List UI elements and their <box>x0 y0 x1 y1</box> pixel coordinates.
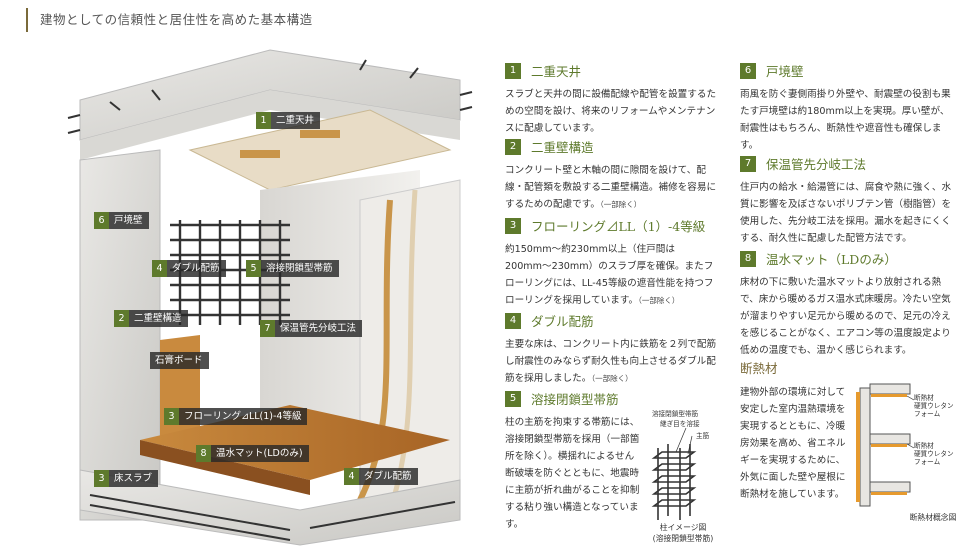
callout-number: 4 <box>152 260 167 277</box>
callout-text: 二重天井 <box>276 115 315 126</box>
section-double-wall: 2 二重壁構造 コンクリート壁と木軸の間に隙間を設けて、配線・配管類を敷設する二重… <box>505 138 718 213</box>
callout-double-rebar-slab: 4 ダブル配筋 <box>344 468 418 485</box>
column-caption-line2: (溶接閉鎖型帯筋) <box>652 534 714 543</box>
section-body: 住戸内の給水・給湯管には、腐食や熱に強く、水質に影響を及ぼさないポリブテン管（樹… <box>740 182 952 244</box>
callout-gypsum-board: 石膏ボード <box>150 352 209 369</box>
section-body: スラブと天井の間に設備配線や配管を設置するための空間を設け、将来のリフォームやメ… <box>505 89 717 134</box>
column-figure: 溶接閉鎖型帯筋 継ぎ目を溶接 主筋 <box>646 408 718 526</box>
insulation-drawing <box>856 383 915 507</box>
callout-text: 床スラブ <box>114 473 153 484</box>
section-title: 二重天井 <box>531 64 582 79</box>
section-note: （一部除く） <box>599 200 642 209</box>
callout-double-rebar: 4 ダブル配筋 <box>152 260 226 277</box>
section-body: 主要な床は、コンクリート内に鉄筋を２列で配筋し耐震性のみならず耐久性も向上させる… <box>505 336 718 387</box>
section-body-text: コンクリート壁と木軸の間に隙間を設けて、配線・配管類を敷設する二重壁構造。補修を… <box>505 165 717 210</box>
section-double-ceiling: 1 二重天井 スラブと天井の間に設備配線や配管を設置するための空間を設け、将来のリ… <box>505 62 718 137</box>
callout-flooring: 3 フローリング⊿LL(1)-4等級 <box>164 408 308 425</box>
section-number: 1 <box>505 62 521 79</box>
section-number: 2 <box>505 138 521 155</box>
callout-number: 6 <box>94 212 109 229</box>
callout-text: フローリング⊿LL(1)-4等級 <box>184 411 302 422</box>
section-title: 温水マット（LDのみ） <box>766 252 897 267</box>
callout-text: 石膏ボード <box>155 355 203 366</box>
callout-text: 温水マット(LDのみ) <box>216 448 303 459</box>
section-body: 床材の下に敷いた温水マットより放射される熱で、床から暖めるガス温水式床暖房。冷た… <box>740 277 951 356</box>
section-title: 二重壁構造 <box>531 140 594 155</box>
callout-number: 2 <box>114 310 129 327</box>
callout-hot-water-mat: 8 温水マット(LDのみ) <box>196 445 309 462</box>
section-title: ダブル配筋 <box>531 314 594 329</box>
section-title: 溶接閉鎖型帯筋 <box>531 392 619 407</box>
callout-floor-slab: 3 床スラブ <box>94 470 159 487</box>
column-label-welded-hoop: 溶接閉鎖型帯筋 <box>652 410 699 418</box>
section-number: 5 <box>505 390 521 407</box>
section-number: 4 <box>505 312 521 329</box>
callout-welded-hoop: 5 溶接閉鎖型帯筋 <box>246 260 339 277</box>
callout-text: ダブル配筋 <box>364 471 412 482</box>
insulation-body: 建物外部の環境に対して安定した室内温熱環境を実現するとともに、冷暖房効果を高め、… <box>740 387 846 500</box>
section-body-text: 約150mm〜約230mm以上（住戸間は200mm〜230mm）のスラブ厚を確保… <box>505 244 714 306</box>
column-caption-line1: 柱イメージ図 <box>659 523 707 532</box>
callout-number: 5 <box>246 260 261 277</box>
section-branch-piping: 7 保温管先分岐工法 住戸内の給水・給湯管には、腐食や熱に強く、水質に影響を及ぼさ… <box>740 155 955 247</box>
section-hot-water-mat: 8 温水マット（LDのみ） 床材の下に敷いた温水マットより放射される熱で、床から暖… <box>740 250 955 359</box>
callout-text: ダブル配筋 <box>172 263 220 274</box>
section-number: 7 <box>740 155 756 172</box>
insulation-label-upper: 断熱材 硬質ウレタン フォーム <box>914 394 954 418</box>
insulation-title: 断熱材 <box>740 361 778 376</box>
column-figure-caption: 柱イメージ図 (溶接閉鎖型帯筋) <box>638 522 728 544</box>
section-title: フローリング⊿LL（1）-4等級 <box>531 219 706 234</box>
section-note: （一部除く） <box>591 374 633 383</box>
section-body-text: 主要な床は、コンクリート内に鉄筋を２列で配筋し耐震性のみならず耐久性も向上させる… <box>505 339 717 384</box>
callout-double-ceiling: 1 二重天井 <box>256 112 321 129</box>
callout-double-wall: 2 二重壁構造 <box>114 310 188 327</box>
section-title: 戸境壁 <box>766 64 804 79</box>
callout-text: 保温管先分岐工法 <box>280 323 357 334</box>
callout-text: 戸境壁 <box>114 215 143 226</box>
callout-text: 溶接閉鎖型帯筋 <box>266 263 333 274</box>
callout-partition-wall: 6 戸境壁 <box>94 212 149 229</box>
callout-number: 7 <box>260 320 275 337</box>
callout-number: 4 <box>344 468 359 485</box>
section-body: 柱の主筋を拘束する帯筋には、溶接閉鎖型帯筋を採用（一部箇所を除く）。横揺れによる… <box>505 417 640 530</box>
section-note: （一部除く） <box>638 296 680 305</box>
callout-text: 二重壁構造 <box>134 313 182 324</box>
section-body: 約150mm〜約230mm以上（住戸間は200mm〜230mm）のスラブ厚を確保… <box>505 241 718 309</box>
insulation-figure: 断熱材 硬質ウレタン フォーム 断熱材 硬質ウレタン フォーム <box>852 378 972 508</box>
callout-number: 3 <box>164 408 179 425</box>
callout-branch-piping: 7 保温管先分岐工法 <box>260 320 363 337</box>
section-title: 保温管先分岐工法 <box>766 157 867 172</box>
page-title: 建物としての信頼性と居住性を高めた基本構造 <box>26 8 313 32</box>
section-body: 雨風を防ぐ妻側雨掛り外壁や、耐震壁の役割も果たす戸境壁は約180mm以上を実現。… <box>740 89 951 151</box>
callout-number: 1 <box>256 112 271 129</box>
section-partition-wall: 6 戸境壁 雨風を防ぐ妻側雨掛り外壁や、耐震壁の役割も果たす戸境壁は約180mm以… <box>740 62 955 154</box>
insulation-figure-caption: 断熱材概念図 <box>909 513 957 522</box>
section-number: 6 <box>740 62 756 79</box>
column-label-weld-joint: 継ぎ目を溶接 <box>660 420 700 428</box>
section-double-rebar: 4 ダブル配筋 主要な床は、コンクリート内に鉄筋を２列で配筋し耐震性のみならず耐久… <box>505 312 718 387</box>
section-welded-hoop: 5 溶接閉鎖型帯筋 柱の主筋を拘束する帯筋には、溶接閉鎖型帯筋を採用（一部箇所を除… <box>505 390 641 533</box>
column-label-main-bar: 主筋 <box>696 432 710 440</box>
section-number: 3 <box>505 217 521 234</box>
structure-illustration: 1 二重天井 6 戸境壁 4 ダブル配筋 5 溶接閉鎖型帯筋 2 二重壁構造 7… <box>60 40 480 550</box>
column-rebar-drawing <box>651 427 697 520</box>
section-number: 8 <box>740 250 756 267</box>
callout-number: 8 <box>196 445 211 462</box>
section-flooring: 3 フローリング⊿LL（1）-4等級 約150mm〜約230mm以上（住戸間は20… <box>505 217 718 309</box>
section-insulation: 断熱材 建物外部の環境に対して安定した室内温熱環境を実現するとともに、冷暖房効果… <box>740 358 852 503</box>
section-body: コンクリート壁と木軸の間に隙間を設けて、配線・配管類を敷設する二重壁構造。補修を… <box>505 162 718 213</box>
callout-number: 3 <box>94 470 109 487</box>
insulation-label-lower: 断熱材 硬質ウレタン フォーム <box>914 442 954 466</box>
